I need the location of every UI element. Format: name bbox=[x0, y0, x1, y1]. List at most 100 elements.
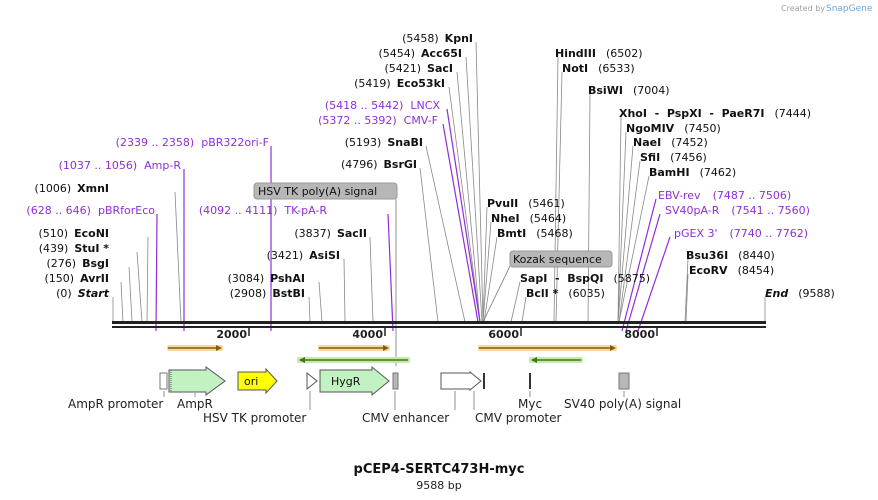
primer-name: pBR322ori-F bbox=[201, 136, 269, 149]
site-avrii[interactable]: AvrII(150) bbox=[45, 272, 110, 285]
site-position: (7450) bbox=[684, 122, 721, 135]
map-title: pCEP4-SERTC473H-myc 9588 bp bbox=[354, 462, 525, 492]
site-sacii[interactable]: SacII(3837) bbox=[294, 227, 367, 240]
site-position: (0) bbox=[56, 287, 72, 300]
primer-amp-r[interactable]: Amp-R (1037 .. 1056) bbox=[59, 159, 182, 172]
site-position: (4796) bbox=[341, 158, 378, 171]
site-kpni[interactable]: KpnI(5458) bbox=[402, 32, 473, 45]
site-position: (7462) bbox=[700, 166, 737, 179]
site-name: BsrGI bbox=[384, 158, 417, 171]
site-econi[interactable]: EcoNI(510) bbox=[39, 227, 109, 240]
sv40-polya-label: SV40 poly(A) signal bbox=[564, 397, 681, 411]
primer-name: pGEX 3' bbox=[674, 227, 718, 240]
snapgene-logo-text: SnapGene bbox=[826, 4, 873, 14]
kozak-sequence-label: Kozak sequence bbox=[513, 253, 602, 266]
site-position: (3084) bbox=[228, 272, 265, 285]
site-snabi[interactable]: SnaBI(5193) bbox=[345, 136, 423, 149]
hsv-tk-polya-feature[interactable] bbox=[392, 372, 399, 390]
primer-pbr322ori-f[interactable]: pBR322ori-F(2339 .. 2358) bbox=[116, 136, 269, 149]
site-position: (5875) bbox=[613, 272, 650, 285]
site-name: SacI bbox=[427, 62, 453, 75]
site-nhei[interactable]: NheI(5464) bbox=[491, 212, 566, 225]
orf-arrow-2 bbox=[297, 357, 410, 363]
primer-name: Amp-R bbox=[144, 159, 181, 172]
myc-label: Myc bbox=[518, 397, 542, 411]
site-position: (6035) bbox=[568, 287, 605, 300]
site-bstbi[interactable]: BstBI (2908) bbox=[230, 287, 305, 300]
site-bsiwi[interactable]: BsiWI(7004) bbox=[588, 84, 670, 97]
site-position: (5454) bbox=[378, 47, 415, 60]
site-sfii[interactable]: SfiI(7456) bbox=[640, 151, 707, 164]
primer-pbrforeco[interactable]: pBRforEco(628 .. 646) bbox=[26, 204, 155, 217]
site-bcli[interactable]: BclI *(6035) bbox=[526, 287, 605, 300]
site-saci[interactable]: SacI(5421) bbox=[384, 62, 453, 75]
site-name: KpnI bbox=[445, 32, 473, 45]
site-stui[interactable]: StuI *(439) bbox=[39, 242, 110, 255]
orf-arrow-5 bbox=[529, 357, 583, 363]
site-naei[interactable]: NaeI(7452) bbox=[633, 136, 708, 149]
site-name: SacII bbox=[337, 227, 367, 240]
primer-name: LNCX bbox=[410, 99, 440, 112]
site-name: BamHI bbox=[649, 166, 690, 179]
primer-sv40pa-r[interactable]: SV40pA-R(7541 .. 7560) bbox=[665, 204, 810, 217]
primer-name: SV40pA-R bbox=[665, 204, 720, 217]
site-position: (6502) bbox=[606, 47, 643, 60]
site-noti[interactable]: NotI(6533) bbox=[562, 62, 635, 75]
site-xhoi-pspxi-paer7i[interactable]: XhoI - PspXI - PaeR7I(7444) bbox=[619, 107, 811, 120]
site-acc65i[interactable]: Acc65I(5454) bbox=[378, 47, 462, 60]
site-asisi[interactable]: AsiSI(3421) bbox=[267, 249, 340, 262]
site-ecorv[interactable]: EcoRV(8454) bbox=[689, 264, 774, 277]
primer-range: (1037 .. 1056) bbox=[59, 159, 138, 172]
site-xmni[interactable]: XmnI(1006) bbox=[35, 182, 109, 195]
sv40-polya-feature[interactable] bbox=[618, 372, 630, 390]
tick-label-8000: 8000 bbox=[624, 328, 655, 341]
site-hindiii[interactable]: HindIII (6502) bbox=[555, 47, 643, 60]
hsv-tk-polya-box[interactable] bbox=[253, 182, 398, 200]
kozak-sequence-box[interactable] bbox=[509, 250, 613, 268]
plasmid-length: 9588 bp bbox=[416, 479, 461, 492]
site-eco53ki[interactable]: Eco53kI(5419) bbox=[354, 77, 445, 90]
site-position: (510) bbox=[39, 227, 69, 240]
site-pshai[interactable]: PshAI(3084) bbox=[228, 272, 305, 285]
cmv-enhancer-feature[interactable] bbox=[440, 370, 482, 392]
hygr-label: HygR bbox=[331, 375, 361, 388]
site-bsu36i[interactable]: Bsu36I(8440) bbox=[686, 249, 775, 262]
site-name: BstBI bbox=[272, 287, 305, 300]
site-bsgi[interactable]: BsgI(276) bbox=[47, 257, 110, 270]
site-ngomiv[interactable]: NgoMIV (7450) bbox=[626, 122, 721, 135]
primer-pgex-3[interactable]: pGEX 3'(7740 .. 7762) bbox=[674, 227, 808, 240]
site-sapi-bspqi[interactable]: SapI - BspQI(5875) bbox=[520, 272, 650, 285]
cmv-enhancer-label: CMV enhancer bbox=[362, 411, 449, 425]
primer-tk-pa-r[interactable]: TK-pA-R(4092 .. 4111) bbox=[199, 204, 328, 217]
site-bamhi[interactable]: BamHI (7462) bbox=[649, 166, 736, 179]
site-name: XmnI bbox=[77, 182, 109, 195]
ori-feature[interactable] bbox=[237, 367, 278, 395]
site-bsrgi[interactable]: BsrGI (4796) bbox=[341, 158, 417, 171]
site-name: NaeI bbox=[633, 136, 661, 149]
hsv-tk-promoter-feature[interactable] bbox=[306, 371, 318, 391]
site-name: AsiSI bbox=[309, 249, 340, 262]
site-bmti[interactable]: BmtI(5468) bbox=[497, 227, 573, 240]
site-position: (8454) bbox=[738, 264, 775, 277]
primer-cmv-f[interactable]: CMV-F(5372 .. 5392) bbox=[318, 114, 438, 127]
ampr-promoter-feature[interactable] bbox=[159, 372, 168, 390]
site-name: NgoMIV bbox=[626, 122, 675, 135]
site-pvuii[interactable]: PvuII(5461) bbox=[487, 197, 565, 210]
cmv-promoter-feature[interactable] bbox=[483, 373, 485, 389]
ampr-feature[interactable] bbox=[168, 366, 226, 396]
ampr-label: AmpR bbox=[177, 397, 213, 411]
primer-name: EBV-rev bbox=[658, 189, 701, 202]
site-name: HindIII bbox=[555, 47, 596, 60]
primer-ebv-rev[interactable]: EBV-rev(7487 .. 7506) bbox=[658, 189, 791, 202]
primer-lncx[interactable]: LNCX(5418 .. 5442) bbox=[325, 99, 441, 112]
watermark: Created by SnapGene bbox=[781, 4, 873, 14]
myc-feature[interactable] bbox=[529, 373, 531, 389]
tick-label-2000: 2000 bbox=[216, 328, 247, 341]
site-position: (5461) bbox=[528, 197, 565, 210]
site-end[interactable]: End(9588) bbox=[765, 287, 835, 300]
hygr-feature[interactable] bbox=[319, 365, 390, 397]
site-position: (2908) bbox=[230, 287, 267, 300]
site-start[interactable]: Start(0) bbox=[56, 287, 110, 300]
site-position: (276) bbox=[47, 257, 77, 270]
